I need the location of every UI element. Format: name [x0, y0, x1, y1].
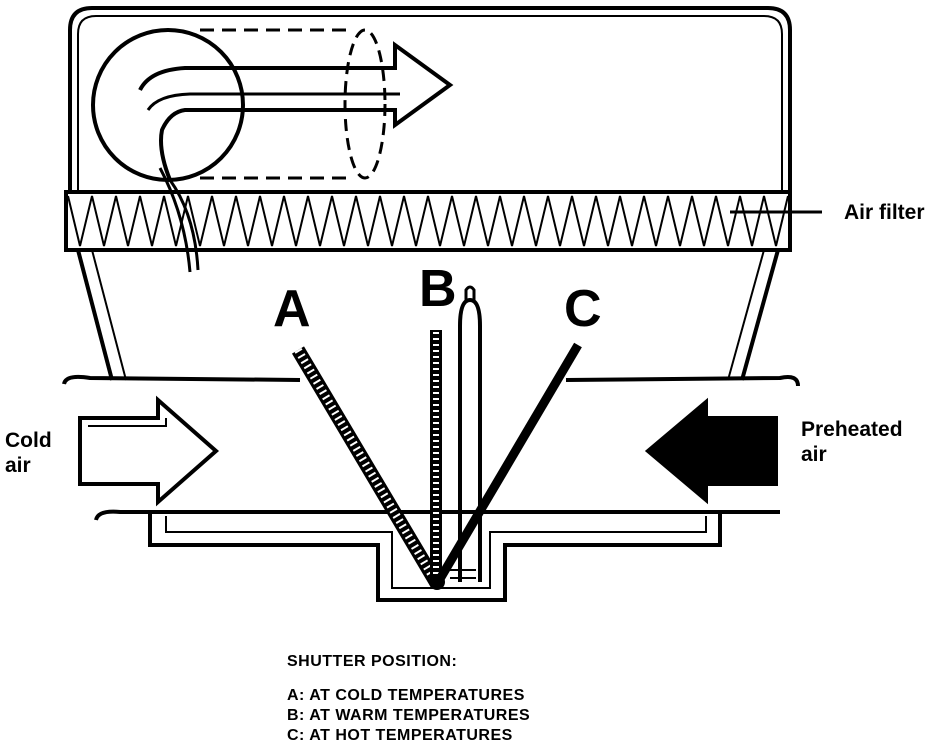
air-filter-label: Air filter [844, 201, 925, 224]
thermostat-rod [450, 285, 482, 582]
air-filter [64, 190, 792, 252]
cold-air-label-1: Cold [5, 429, 52, 452]
housing-top [68, 6, 792, 192]
shutter-pivot [429, 574, 445, 590]
air-duct [62, 374, 800, 521]
position-b-label: B [419, 260, 457, 318]
position-c-label: C [564, 280, 602, 338]
cold-air-label-2: air [5, 454, 31, 477]
shutter-a [291, 346, 444, 588]
legend-item-c: C: AT HOT TEMPERATURES [287, 727, 513, 744]
shutter-c [433, 342, 582, 587]
legend-title: SHUTTER POSITION: [287, 653, 458, 670]
legend-item-b: B: AT WARM TEMPERATURES [287, 707, 531, 724]
preheated-air-label-2: air [801, 443, 827, 466]
cold-air-arrow [78, 395, 220, 507]
preheated-air-label-1: Preheated [801, 418, 903, 441]
position-a-label: A [273, 280, 311, 338]
housing-lower [76, 249, 780, 381]
preheated-air-arrow [644, 397, 778, 505]
sensor-chamber [91, 28, 454, 273]
legend-item-a: A: AT COLD TEMPERATURES [287, 687, 525, 704]
